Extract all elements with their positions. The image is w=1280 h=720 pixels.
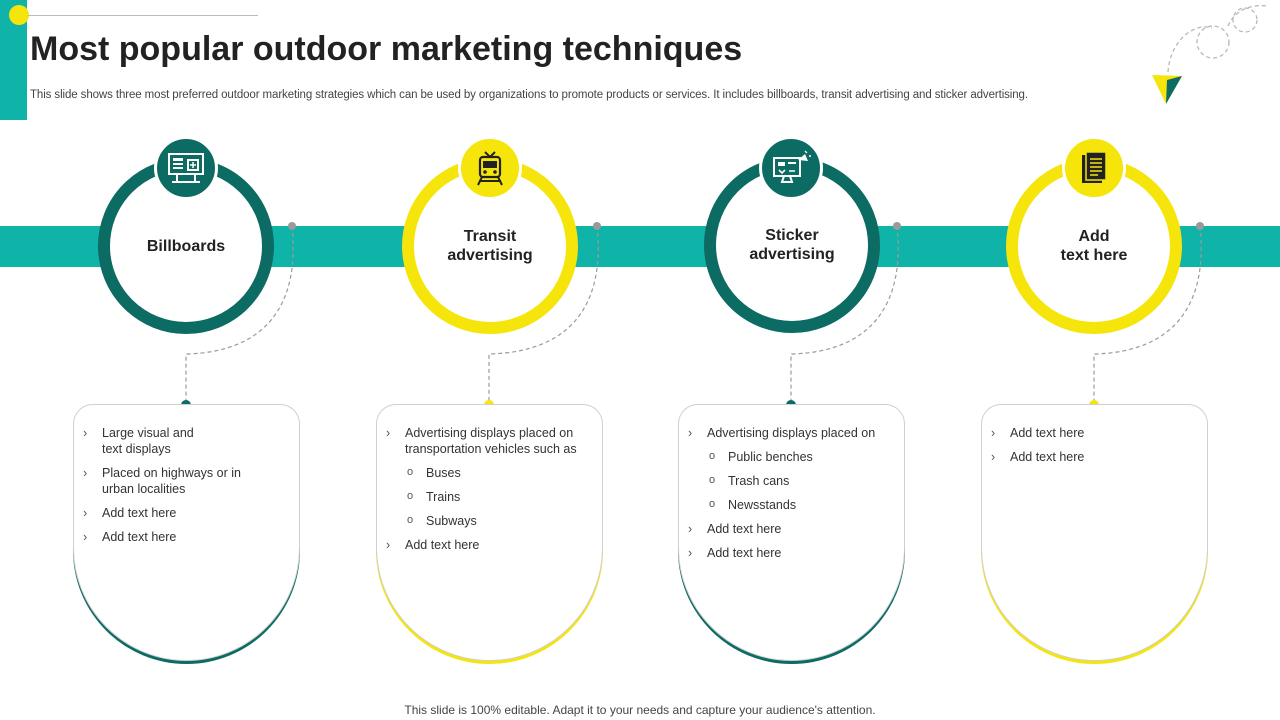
sticker-advertising-label: Sticker advertising [749, 227, 835, 263]
billboards-label: Billboards [146, 237, 226, 255]
sub-list-item: Public benches [707, 448, 892, 465]
list-item: Advertising displays placed on transport… [386, 425, 590, 457]
list-item: Advertising displays placed on [688, 425, 892, 441]
list-item: Placed on highways or in urban localitie… [83, 465, 287, 497]
sub-list-item: Trains [405, 488, 590, 505]
list-item: Add text here [688, 545, 892, 561]
top-divider [28, 15, 258, 16]
list-item: Add text here [991, 449, 1195, 465]
accent-dot [9, 5, 29, 25]
document-badge [1062, 136, 1126, 200]
list-item: Add text here [991, 425, 1195, 441]
add-text-list: Add text hereAdd text here [982, 405, 1207, 465]
sub-list-item: Newsstands [707, 496, 892, 513]
sub-list-item: Subways [405, 512, 590, 529]
list-item: Add text here [386, 537, 590, 553]
sub-list-item: Buses [405, 464, 590, 481]
add-text-card: Add text hereAdd text here [981, 404, 1208, 661]
train-badge [458, 136, 522, 200]
sticker-list: Advertising displays placed on Public ben… [679, 405, 904, 561]
sub-list-item: Trash cans [707, 472, 892, 489]
footer-note: This slide is 100% editable. Adapt it to… [404, 703, 876, 717]
billboard-badge [154, 136, 218, 200]
transit-card: Advertising displays placed on transport… [376, 404, 603, 661]
train-icon [477, 151, 503, 186]
list-item: Add text here [688, 521, 892, 537]
slide-subtitle: This slide shows three most preferred ou… [30, 89, 1028, 101]
sticker-badge [759, 136, 823, 200]
billboard-icon [168, 153, 204, 183]
sticker-ad-icon [773, 150, 811, 183]
slide-title: Most popular outdoor marketing technique… [30, 30, 743, 68]
transit-advertising-label: Transit advertising [447, 228, 533, 264]
list-item: Add text here [83, 529, 287, 545]
sticker-card: Advertising displays placed on Public ben… [678, 404, 905, 661]
billboards-list: Large visual and text displaysPlaced on … [74, 405, 299, 545]
billboards-card: Large visual and text displaysPlaced on … [73, 404, 300, 661]
add-text-label: Add text here [1060, 228, 1128, 264]
list-item: Add text here [83, 505, 287, 521]
list-item: Large visual and text displays [83, 425, 287, 457]
transit-list: Advertising displays placed on transport… [377, 405, 602, 553]
document-icon [1082, 151, 1107, 183]
paper-plane-decoration [1152, 4, 1269, 104]
